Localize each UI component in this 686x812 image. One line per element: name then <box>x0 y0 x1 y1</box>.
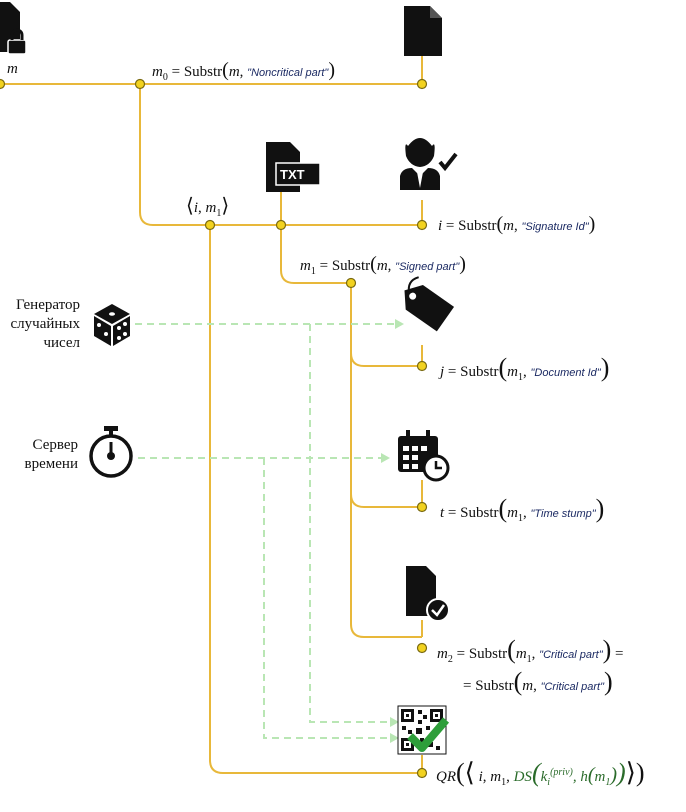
tag-icon <box>404 276 455 332</box>
time-server-line2: времени <box>24 455 78 472</box>
txt-file-icon <box>266 142 321 192</box>
locked-document-icon <box>0 2 27 55</box>
rng-label-line1: Генератор <box>16 297 80 313</box>
wire-group <box>0 55 423 774</box>
node-m2 <box>416 642 428 654</box>
wire-pair-to-qr <box>209 225 422 774</box>
node-qr <box>416 767 428 779</box>
label-pair: ⟨i, m1⟩ <box>186 195 230 219</box>
arrowhead-qr-a <box>390 717 399 727</box>
node-signature-id <box>416 219 428 231</box>
wire-m1 <box>280 225 351 284</box>
signer-user-check-icon <box>400 138 458 190</box>
document-check-icon <box>406 566 450 622</box>
node-j <box>416 360 428 372</box>
label-m0-formula: m0 = Substr(m, "Noncritical part") <box>152 59 336 83</box>
wire-m-split <box>139 84 422 226</box>
rng-label: Генератор случайных чисел <box>0 296 80 352</box>
dice-icon <box>94 304 130 346</box>
dashed-rng-to-qr <box>309 324 395 723</box>
label-j-formula: j = Substr(m1, "Document Id") <box>440 353 610 383</box>
label-i-formula: i = Substr(m, "Signature Id") <box>438 213 596 235</box>
label-m2-formula: m2 = Substr(m1, "Critical part") = <box>437 635 624 665</box>
label-m2-formula-cont: = Substr(m, "Critical part") <box>463 667 613 696</box>
label-m: m <box>7 61 18 77</box>
rng-label-line3: чисел <box>43 334 80 351</box>
dashed-group <box>135 323 400 739</box>
node-m1 <box>345 277 357 289</box>
arrow-heads <box>381 319 404 743</box>
dashed-time-to-qr <box>263 458 395 739</box>
node-noncritical <box>416 78 428 90</box>
node-pair <box>204 219 216 231</box>
node-txt <box>275 219 287 231</box>
label-m1-formula: m1 = Substr(m, "Signed part") <box>300 253 466 277</box>
node-group <box>0 78 428 779</box>
time-server-line1: Сервер <box>32 437 79 453</box>
stopwatch-icon <box>89 426 133 478</box>
node-t <box>416 501 428 513</box>
label-t-formula: t = Substr(m1, "Time stump") <box>440 494 605 524</box>
time-server-label: Сервер времени <box>0 436 78 474</box>
arrowhead-qr-b <box>390 733 399 743</box>
wire-m1-trunk <box>350 283 422 638</box>
calendar-clock-icon <box>398 430 450 482</box>
node-m-start <box>0 78 6 90</box>
rng-label-line2: случайных <box>10 315 80 332</box>
document-icon <box>404 6 442 56</box>
wire-t <box>350 480 423 508</box>
qr-code-check-icon <box>397 705 450 755</box>
arrowhead-calendar <box>381 453 390 463</box>
label-qr-formula: QR(⟨ i, m1, DS(ki(priv), h(m1))⟩) <box>436 758 645 788</box>
wire-j <box>350 345 423 367</box>
txt-icon-label: TXT <box>280 167 305 182</box>
node-m0 <box>134 78 146 90</box>
arrowhead-tag <box>395 319 404 329</box>
